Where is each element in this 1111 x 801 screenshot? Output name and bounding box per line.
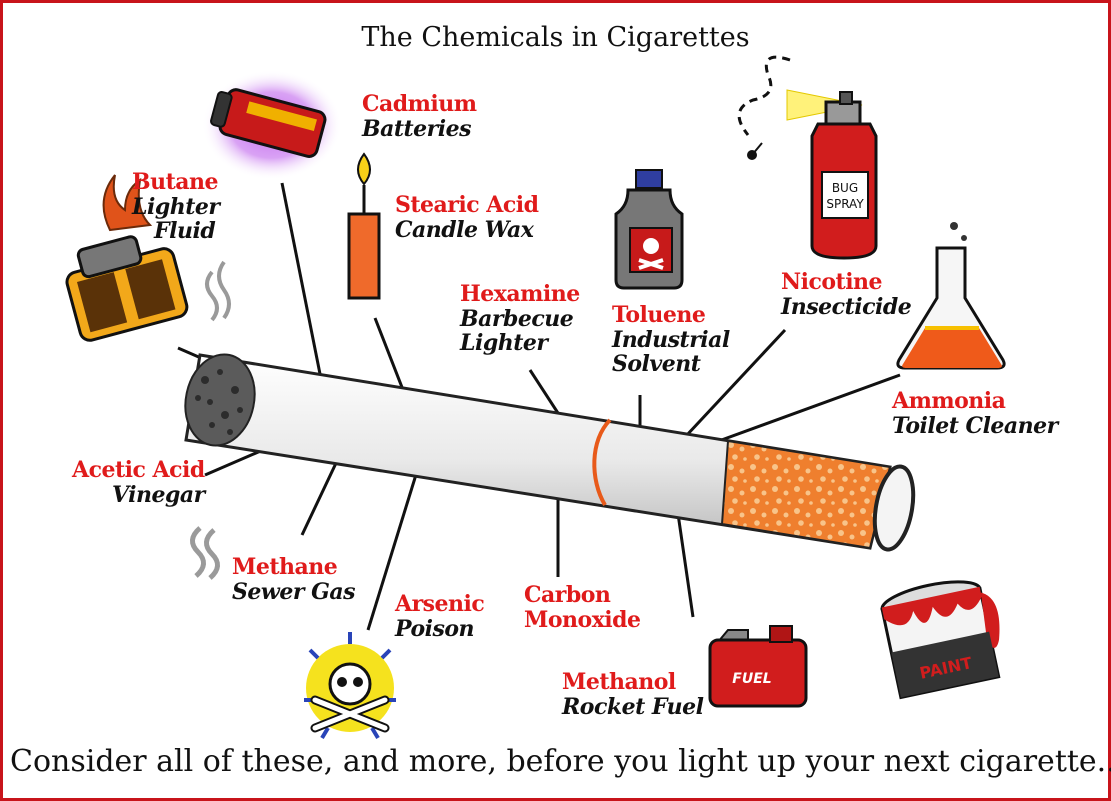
chemical-name-line-1: Carbon	[524, 582, 611, 608]
label-methane: Methane Sewer Gas	[232, 554, 356, 605]
chemical-name: Arsenic	[395, 591, 485, 617]
label-acetic-acid: Acetic Acid Vinegar	[68, 458, 205, 507]
fuel-can-text: FUEL	[732, 671, 771, 687]
smoke-icon	[205, 260, 231, 322]
fuel-can-icon: FUEL	[708, 625, 808, 708]
chemical-name: Methanol	[562, 669, 676, 695]
common-use: Vinegar	[112, 481, 205, 508]
common-use-line-2: Solvent	[612, 351, 701, 378]
common-use: Insecticide	[781, 293, 912, 320]
common-use: Toilet Cleaner	[892, 412, 1058, 439]
smell-lines-icon	[190, 526, 220, 580]
common-use-line-1: Barbecue	[460, 305, 574, 332]
label-arsenic: Arsenic Poison	[395, 591, 485, 642]
chemical-name: Hexamine	[460, 281, 580, 307]
bug-can-text-1: BUG	[832, 181, 858, 195]
label-stearic-acid: Stearic Acid Candle Wax	[395, 193, 539, 242]
chemical-name: Ammonia	[892, 388, 1006, 414]
skull-crossbones-icon	[304, 632, 396, 740]
common-use: Rocket Fuel	[562, 693, 704, 720]
label-carbon-monoxide: Carbon Monoxide	[524, 583, 641, 632]
common-use: Sewer Gas	[232, 578, 356, 605]
label-butane: Butane Lighter Fluid	[132, 169, 220, 245]
chemical-name: Cadmium	[362, 91, 477, 117]
label-ammonia: Ammonia Toilet Cleaner	[892, 389, 1058, 438]
bug-can-text-2: SPRAY	[826, 197, 864, 211]
chemical-name: Stearic Acid	[395, 192, 539, 218]
chemical-name: Nicotine	[781, 269, 883, 295]
footer-message: Consider all of these, and more, before …	[10, 744, 1111, 779]
flask-icon	[896, 222, 1006, 370]
common-use-line-1: Industrial	[612, 326, 730, 353]
battery-icon	[202, 70, 342, 180]
common-use-line-2: Lighter	[460, 330, 548, 357]
label-toluene: Toluene Industrial Solvent	[612, 303, 730, 377]
poster-title: The Chemicals in Cigarettes	[361, 22, 750, 53]
chemical-name: Toluene	[612, 302, 706, 328]
label-nicotine: Nicotine Insecticide	[781, 269, 912, 320]
candle-icon	[347, 152, 381, 300]
paint-can-icon: PAINT	[880, 580, 1001, 700]
label-cadmium: Cadmium Batteries	[362, 92, 477, 141]
common-use: Batteries	[362, 115, 472, 142]
chemical-name: Methane	[232, 554, 338, 580]
poison-bottle-icon	[614, 169, 684, 290]
common-use-line-2: Fluid	[154, 218, 216, 245]
common-use: Candle Wax	[395, 216, 534, 243]
common-use: Poison	[395, 615, 475, 642]
lighter-icon	[65, 174, 189, 342]
bug-spray-icon: BUG SPRAY	[737, 55, 878, 260]
common-use-line-1: Lighter	[132, 193, 220, 220]
chemical-name: Acetic Acid	[72, 457, 205, 483]
label-hexamine: Hexamine Barbecue Lighter	[460, 282, 580, 356]
chemical-name-line-2: Monoxide	[524, 606, 641, 633]
chemical-name: Butane	[132, 169, 219, 195]
cigarette	[184, 353, 916, 552]
label-methanol: Methanol Rocket Fuel	[562, 670, 704, 719]
